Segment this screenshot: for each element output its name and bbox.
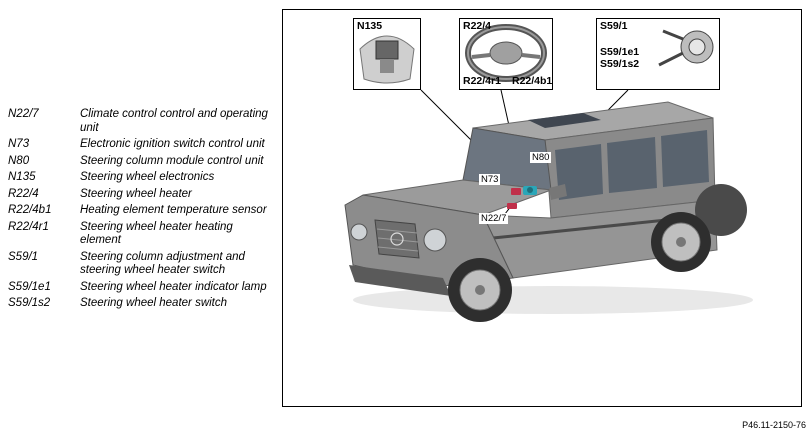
climate-control-marker xyxy=(507,203,517,209)
legend-row: N22/7 Climate control control and operat… xyxy=(8,108,270,135)
legend-description: Steering wheel heater switch xyxy=(80,297,228,309)
legend-row: N80 Steering column module control unit xyxy=(8,155,270,169)
inset-label-r22-4b1: R22/4b1 xyxy=(512,75,553,87)
legend-description: Steering wheel heater indicator lamp xyxy=(80,280,267,293)
vehicle-body xyxy=(344,101,747,296)
legend-code: R22/4b1 xyxy=(8,204,52,216)
legend-row: R22/4b1 Heating element temperature sens… xyxy=(8,204,270,218)
legend-row: N135 Steering wheel electronics xyxy=(8,171,270,185)
legend-row: S59/1e1 Steering wheel heater indicator … xyxy=(8,281,270,295)
legend-list: N22/7 Climate control control and operat… xyxy=(8,108,270,314)
vehicle-figure: N135 R22/4 R22/4r1 R22/4b1 S59/1 S59/1e1… xyxy=(282,9,802,407)
legend-description: Steering wheel heater heating element xyxy=(80,220,233,247)
callout-n80: N80 xyxy=(530,152,552,163)
legend-description: Electronic ignition switch control unit xyxy=(80,138,265,150)
legend-code: N80 xyxy=(8,154,30,167)
legend-row: S59/1 Steering column adjustment and ste… xyxy=(8,251,270,278)
callout-n73: N73 xyxy=(479,174,501,185)
star-emblem-icon xyxy=(390,232,404,246)
legend-description: Steering column adjustment and steering … xyxy=(80,250,245,277)
legend-code: N22/7 xyxy=(8,108,39,120)
inset-label-n135: N135 xyxy=(357,20,383,32)
steering-wheel-electronics-icon xyxy=(359,35,415,84)
legend-code: S59/1s2 xyxy=(8,297,51,309)
figure-reference: P46.11-2150-76 xyxy=(742,420,806,430)
steering-wheel-heater-icon xyxy=(465,24,547,82)
legend-code: R22/4 xyxy=(8,187,39,200)
headlight-icon xyxy=(423,228,447,252)
inset-r22-4: R22/4 R22/4r1 R22/4b1 xyxy=(459,18,553,90)
inset-label-r22-4r1: R22/4r1 xyxy=(463,75,501,87)
inset-label-s59-1e1: S59/1e1 xyxy=(600,46,640,58)
legend-description: Steering column module control unit xyxy=(80,154,264,167)
legend-row: S59/1s2 Steering wheel heater switch xyxy=(8,297,270,311)
legend-code: S59/1e1 xyxy=(8,280,51,293)
legend-row: R22/4r1 Steering wheel heater heating el… xyxy=(8,221,270,248)
legend-code: N135 xyxy=(8,171,36,183)
legend-row: N73 Electronic ignition switch control u… xyxy=(8,138,270,152)
spare-wheel-icon xyxy=(695,184,747,236)
inset-s59-1: S59/1 S59/1e1 S59/1s2 xyxy=(596,18,720,90)
legend-code: R22/4r1 xyxy=(8,220,49,233)
vehicle-illustration xyxy=(344,89,753,322)
inset-label-r22-4: R22/4 xyxy=(463,20,492,32)
legend-code: S59/1 xyxy=(8,250,39,263)
inset-label-s59-1s2: S59/1s2 xyxy=(600,58,640,70)
legend-description: Climate control control and operating un… xyxy=(80,108,268,134)
inset-n135: N135 xyxy=(353,18,421,90)
legend-description: Steering wheel heater xyxy=(80,187,192,200)
legend-description: Heating element temperature sensor xyxy=(80,204,267,216)
legend-code: N73 xyxy=(8,138,30,150)
callout-n22-7: N22/7 xyxy=(479,213,509,224)
wheels xyxy=(448,212,711,322)
highlighted-components xyxy=(507,186,537,209)
steering-column-switch-icon xyxy=(658,29,714,67)
legend-row: R22/4 Steering wheel heater xyxy=(8,188,270,202)
legend-description: Steering wheel electronics xyxy=(80,171,215,183)
ignition-switch-marker xyxy=(511,188,521,195)
headlight-icon xyxy=(350,223,368,241)
inset-label-s59-1: S59/1 xyxy=(600,20,628,32)
